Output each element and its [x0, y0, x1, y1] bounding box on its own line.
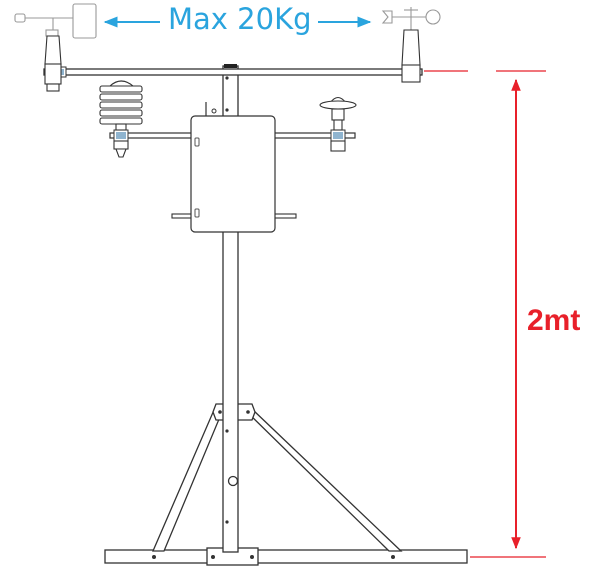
clamp-mid-right — [333, 132, 343, 139]
tripod-base — [104, 403, 468, 566]
max-load-label: Max 20Kg — [168, 2, 312, 36]
datalogger-enclosure — [190, 102, 276, 233]
cup-anemometer — [381, 7, 441, 30]
pyranometer — [319, 96, 357, 152]
cup-anemometer-body — [401, 29, 421, 83]
height-dimension — [424, 70, 546, 558]
top-crossarm — [43, 66, 423, 78]
tripod-leg-left — [152, 409, 223, 552]
clamp-mid-left — [116, 132, 126, 139]
radiation-shield — [99, 80, 143, 158]
height-label: 2mt — [527, 304, 581, 337]
wind-vane — [14, 3, 97, 39]
tripod-leg-right — [243, 409, 403, 552]
base-beam — [104, 549, 468, 564]
wind-vane-body — [44, 35, 62, 92]
mast-cap — [224, 64, 237, 68]
